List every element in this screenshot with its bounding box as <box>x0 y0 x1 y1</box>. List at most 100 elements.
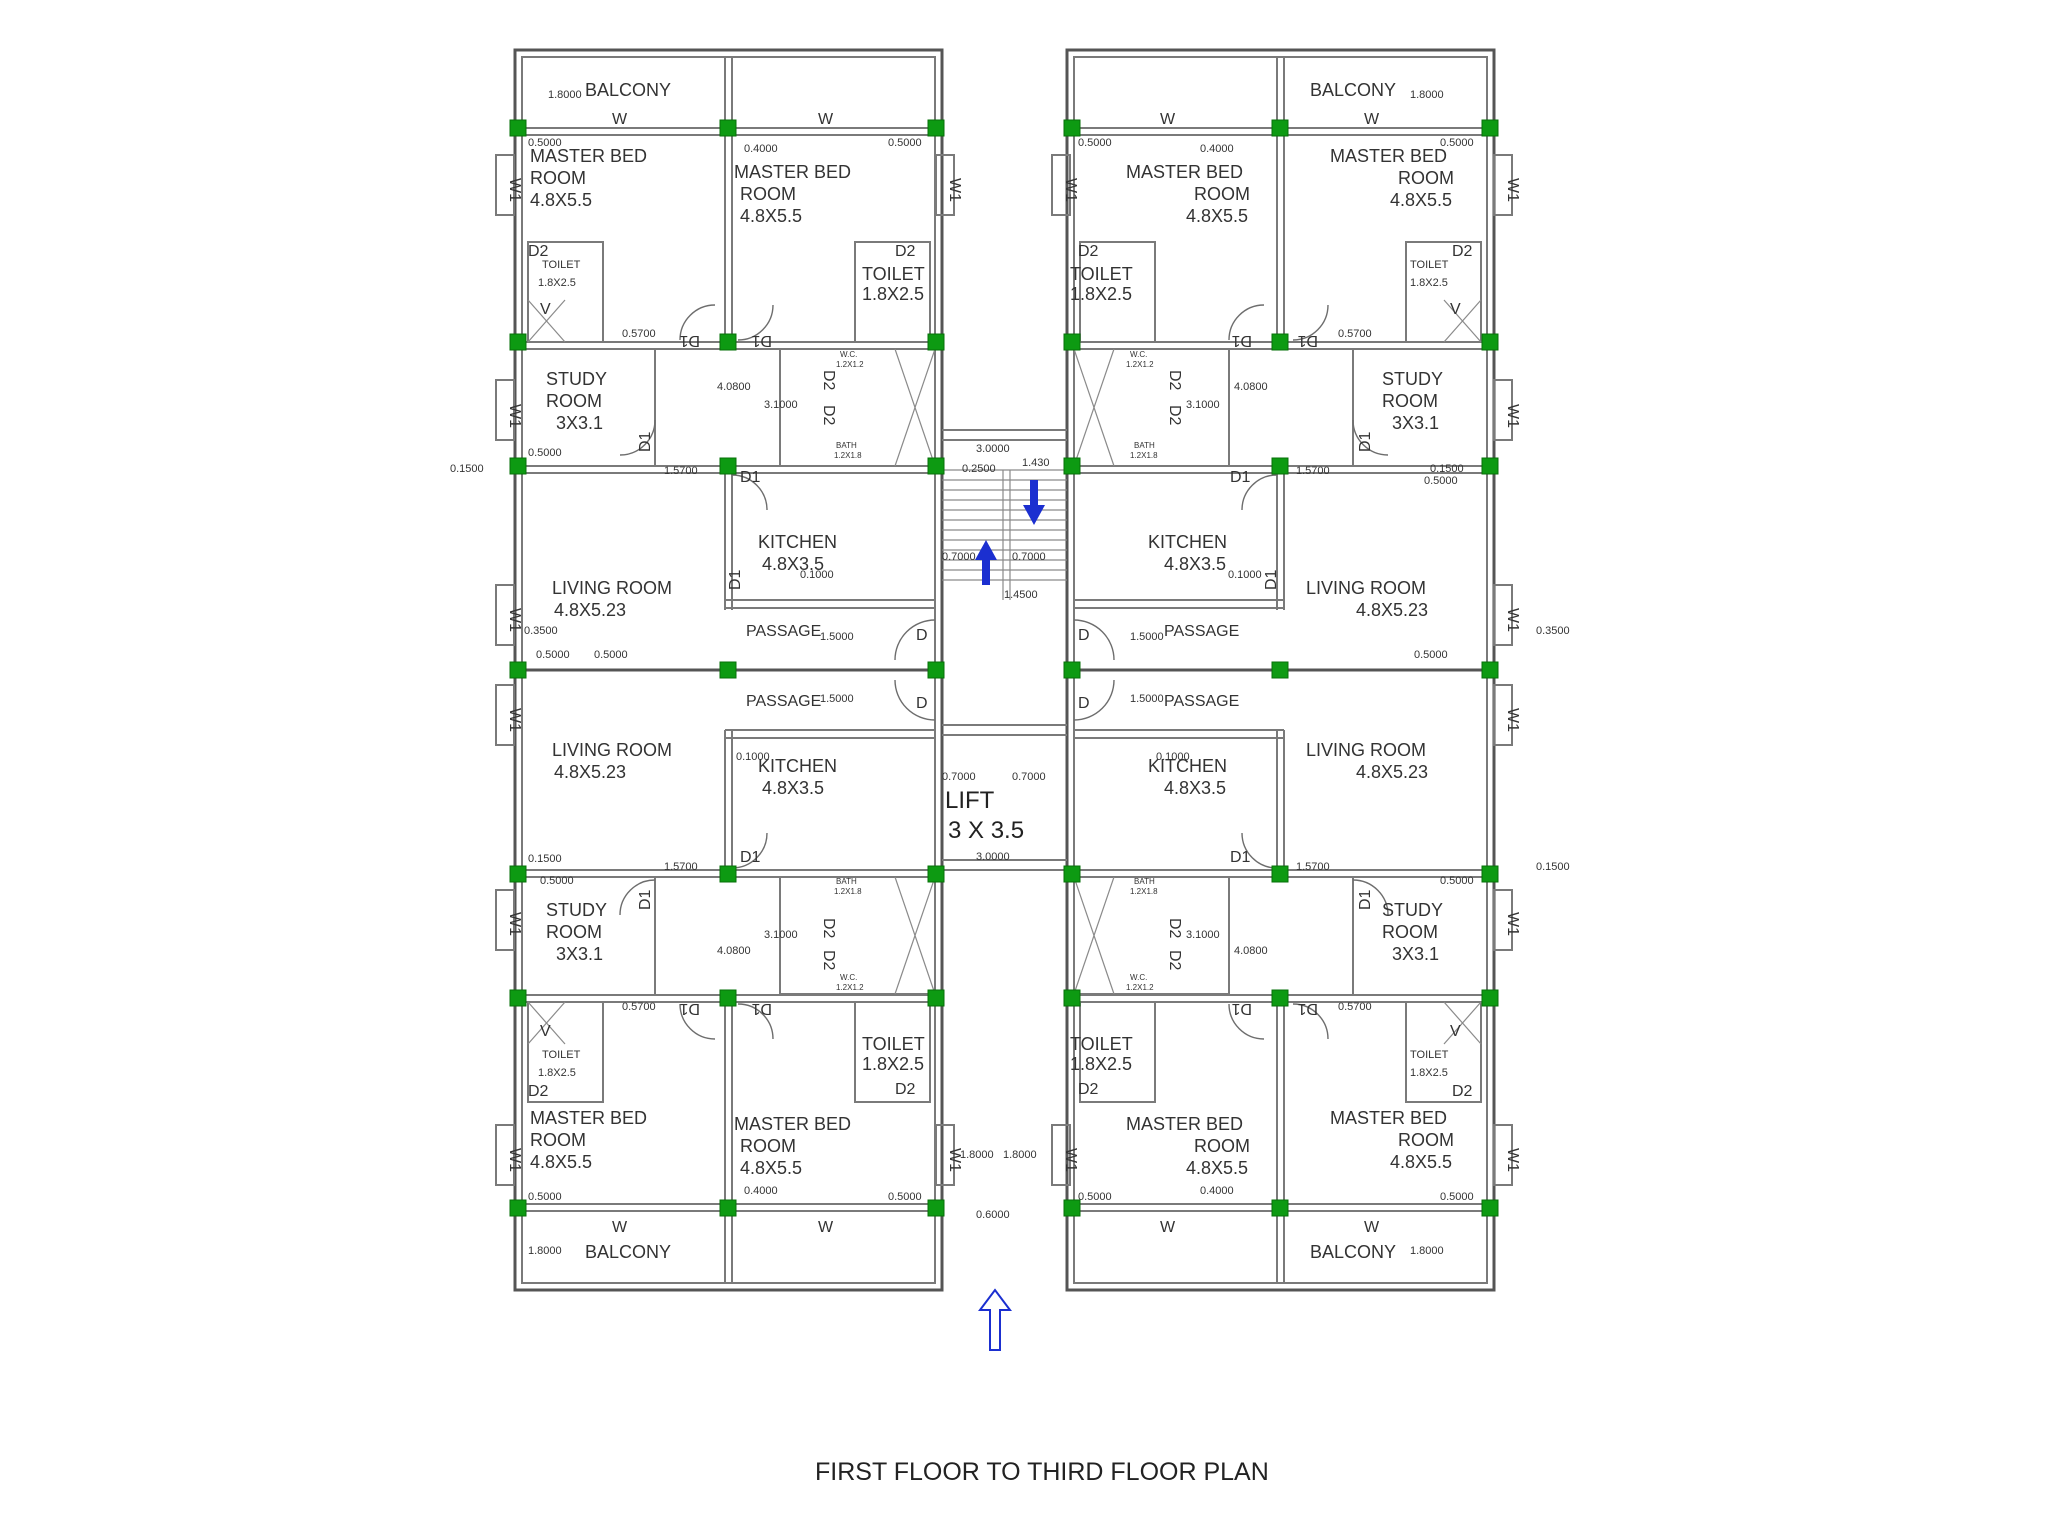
vent-markers: V V V V <box>540 301 1461 1040</box>
room-name: MASTER BED <box>530 1108 647 1128</box>
window-label: W <box>1364 111 1380 128</box>
door-label: D2 <box>528 1083 549 1100</box>
lift-size: 3 X 3.5 <box>948 817 1024 844</box>
window-label: W1 <box>1062 1148 1079 1172</box>
dim-label: 0.5000 <box>528 137 562 149</box>
room-name: ROOM <box>1194 1136 1250 1156</box>
dim-label: 0.5000 <box>888 1191 922 1203</box>
door-label: D1 <box>727 569 744 590</box>
door-label: D <box>1078 695 1090 712</box>
rotated-labels: W1 W1 W1 W1 W1 W1 W1 W1 W1 W1 W1 W1 W1 W… <box>506 178 1521 1172</box>
room-size: 4.8X5.5 <box>530 190 592 210</box>
room-size: 4.8X3.5 <box>1164 554 1226 574</box>
room-name: ROOM <box>1398 1130 1454 1150</box>
dim-label: 0.7000 <box>1012 551 1046 563</box>
room-name: TOILET <box>862 1034 925 1054</box>
room-size: 1.8X2.5 <box>1070 284 1132 304</box>
dim-label: 1.8000 <box>1410 1245 1444 1257</box>
door-label: D2 <box>1452 1083 1473 1100</box>
door-label: D2 <box>820 370 837 391</box>
room-size: 4.8X5.5 <box>740 206 802 226</box>
room-name: MASTER BED <box>1330 146 1447 166</box>
balcony-label: BALCONY <box>1310 80 1396 100</box>
dim-label: 1.5700 <box>1296 465 1330 477</box>
balcony-label: BALCONY <box>585 1242 671 1262</box>
room-size: 4.8X5.23 <box>1356 762 1428 782</box>
room-size: 1.2X1.8 <box>834 887 862 896</box>
room-size: 1.8X2.5 <box>1070 1054 1132 1074</box>
room-name: TOILET <box>862 264 925 284</box>
unit-top-right: BALCONY 1.8000 W W MASTER BED ROOM 4.8X5… <box>1070 80 1570 661</box>
dim-label: 1.5000 <box>820 693 854 705</box>
stair-up-arrow <box>975 540 997 585</box>
door-label: D1 <box>637 889 654 910</box>
window-label: W <box>818 1219 834 1236</box>
window-label: W <box>1160 1219 1176 1236</box>
room-size: 4.8X5.5 <box>740 1158 802 1178</box>
vent-label: V <box>540 301 551 318</box>
dim-label: 0.5700 <box>622 328 656 340</box>
room-size: 4.8X5.5 <box>1390 1152 1452 1172</box>
door-label: D2 <box>1452 243 1473 260</box>
door-label: D1 <box>1357 431 1374 452</box>
balcony-label: BALCONY <box>585 80 671 100</box>
window-label: W <box>612 111 628 128</box>
dim-label: 0.5000 <box>536 649 570 661</box>
room-name: MASTER BED <box>1126 1114 1243 1134</box>
windows <box>495 154 1513 1186</box>
room-name: STUDY <box>546 369 607 389</box>
dim-label: 3.1000 <box>764 929 798 941</box>
room-name: ROOM <box>530 1130 586 1150</box>
dim-label: 0.1500 <box>1430 463 1464 475</box>
door-label: D1 <box>679 332 700 349</box>
dim-label: 4.0800 <box>717 381 751 393</box>
door-label: D2 <box>895 1081 916 1098</box>
room-size: 1.8X2.5 <box>538 277 576 289</box>
window-label: W <box>1364 1219 1380 1236</box>
dim-label: 1.5700 <box>1296 861 1330 873</box>
door-label: D1 <box>1231 332 1252 349</box>
room-name: LIVING ROOM <box>1306 578 1426 598</box>
dim-label: 0.5700 <box>1338 1001 1372 1013</box>
dim-label: 0.1000 <box>800 569 834 581</box>
dim-label: 0.1000 <box>736 751 770 763</box>
dim-label: 1.8000 <box>960 1149 994 1161</box>
door-label: D <box>1078 627 1090 644</box>
room-size: 3X3.1 <box>556 413 603 433</box>
door-label: D1 <box>740 849 761 866</box>
dim-label: 4.0800 <box>1234 381 1268 393</box>
balcony-label: BALCONY <box>1310 1242 1396 1262</box>
dim-label: 0.3500 <box>524 625 558 637</box>
room-name: ROOM <box>1194 184 1250 204</box>
room-name: LIVING ROOM <box>1306 740 1426 760</box>
room-size: 1.2X1.2 <box>1126 983 1154 992</box>
doors <box>619 304 1389 1040</box>
dim-label: 1.8000 <box>1410 89 1444 101</box>
room-size: 1.2X1.8 <box>834 451 862 460</box>
room-size: 1.8X2.5 <box>1410 1067 1448 1079</box>
dim-label: 4.0800 <box>1234 945 1268 957</box>
door-label: D1 <box>1230 849 1251 866</box>
dim-label: 1.5700 <box>664 465 698 477</box>
window-label: W1 <box>1504 708 1521 732</box>
door-label: D2 <box>528 243 549 260</box>
entrance-arrow <box>978 1288 1012 1351</box>
dim-label: 3.1000 <box>1186 929 1220 941</box>
room-size: 4.8X3.5 <box>762 554 824 574</box>
window-label: W1 <box>506 1148 523 1172</box>
dim-label: 1.4500 <box>1004 589 1038 601</box>
window-label: W1 <box>946 178 963 202</box>
room-name: ROOM <box>1382 391 1438 411</box>
stair-down-arrow <box>1023 480 1045 525</box>
dim-label: 1.8000 <box>1003 1149 1037 1161</box>
room-name: KITCHEN <box>758 756 837 776</box>
dim-label: 0.5000 <box>1440 875 1474 887</box>
room-name: MASTER BED <box>1126 162 1243 182</box>
room-size: 1.2X1.2 <box>836 983 864 992</box>
room-name: TOILET <box>1410 259 1449 271</box>
room-name: LIVING ROOM <box>552 578 672 598</box>
room-size: 3X3.1 <box>556 944 603 964</box>
dim-label: 0.5000 <box>528 447 562 459</box>
window-label: W1 <box>946 1148 963 1172</box>
room-size: 1.2X1.8 <box>1130 887 1158 896</box>
